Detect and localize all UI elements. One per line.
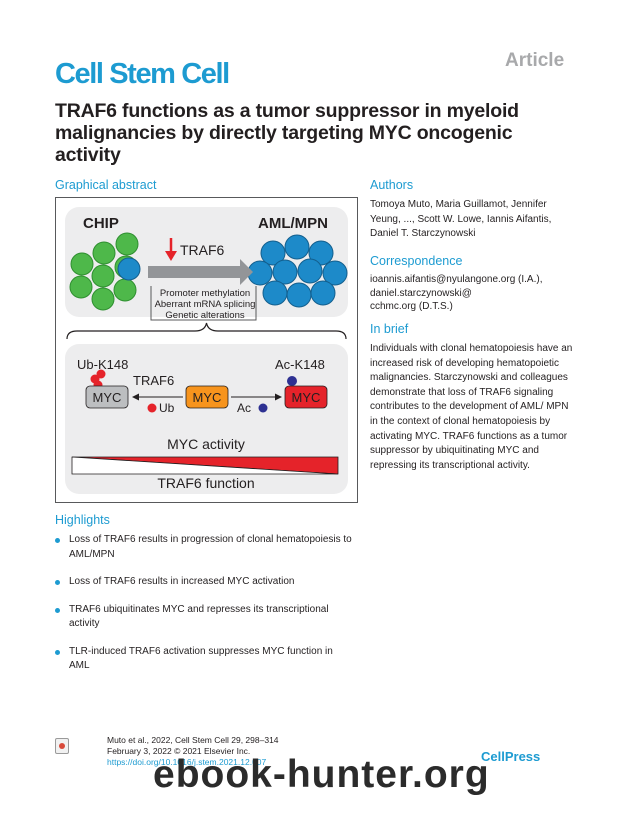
citation-line: Muto et al., 2022, Cell Stem Cell 29, 29… xyxy=(107,735,279,745)
blue-cell xyxy=(272,259,298,285)
blue-cell xyxy=(310,280,336,306)
chip-label: CHIP xyxy=(83,215,119,232)
myc-ac-label: MYC xyxy=(292,390,321,405)
in-brief-heading: In brief xyxy=(370,322,409,336)
myc-center-box xyxy=(185,385,229,409)
myc-acetylated-box xyxy=(284,385,328,409)
aml-mpn-label: AML/MPN xyxy=(258,215,328,232)
ub-tag-icon xyxy=(96,369,106,379)
mechanism-bracket xyxy=(150,286,257,321)
blue-cell xyxy=(260,240,286,266)
highlight-item: TLR-induced TRAF6 activation suppresses … xyxy=(55,645,355,674)
curly-brace xyxy=(66,322,347,340)
authors-heading: Authors xyxy=(370,178,414,192)
green-cell xyxy=(113,278,137,302)
ub-label: Ub xyxy=(159,401,175,415)
correspondence-email-1[interactable]: ioannis.aifantis@nyulangone.org (I.A.), xyxy=(370,274,543,285)
traf6-function-wedge xyxy=(71,456,339,475)
ub-k148-label: Ub-K148 xyxy=(77,357,128,372)
date-copyright-line: February 3, 2022 © 2021 Elsevier Inc. xyxy=(107,746,251,756)
green-cell xyxy=(115,232,139,256)
article-type-label: Article xyxy=(505,50,565,71)
graphical-abstract-heading: Graphical abstract xyxy=(55,178,157,192)
blue-cell xyxy=(117,257,141,281)
check-for-updates-icon[interactable] xyxy=(55,738,69,754)
bottom-panel-bg xyxy=(65,344,348,494)
chip-cells xyxy=(69,232,141,311)
highlights-list: Loss of TRAF6 results in progression of … xyxy=(55,533,355,687)
cellpress-logo: CellPress xyxy=(481,749,541,764)
myc-ub-label: MYC xyxy=(93,390,122,405)
progression-arrow xyxy=(148,259,253,285)
doi-link[interactable]: https://doi.org/10.1016/j.stem.2021.12.0… xyxy=(107,757,267,767)
ac-dot-icon xyxy=(258,403,268,413)
correspondence-email-3[interactable]: cchmc.org (D.T.S.) xyxy=(370,301,453,312)
green-cell xyxy=(92,241,116,265)
blue-cell xyxy=(308,240,334,266)
mechanism-3: Genetic alterations xyxy=(165,310,244,321)
journal-logo: Cell Stem Cell xyxy=(55,58,230,90)
ac-k148-label: Ac-K148 xyxy=(275,357,325,372)
highlight-item: Loss of TRAF6 results in progression of … xyxy=(55,533,355,562)
ac-tag-icon xyxy=(287,376,297,386)
green-cell xyxy=(91,287,115,311)
highlights-heading: Highlights xyxy=(55,513,110,527)
traf6-loss-label: TRAF6 xyxy=(180,242,225,258)
watermark-text: ebook-hunter.org xyxy=(153,753,490,796)
blue-cell xyxy=(262,280,288,306)
blue-cell xyxy=(284,234,310,260)
traf6-function-label: TRAF6 function xyxy=(157,475,254,491)
highlight-item: TRAF6 ubiquitinates MYC and represses it… xyxy=(55,603,355,632)
ac-label: Ac xyxy=(237,401,251,415)
ub-dot-icon xyxy=(147,403,157,413)
myc-center-label: MYC xyxy=(193,390,222,405)
traf6-enzyme-label: TRAF6 xyxy=(133,373,174,388)
correspondence-email-2[interactable]: daniel.starczynowski@ xyxy=(370,287,472,299)
authors-list: Tomoya Muto, Maria Guillamot, Jennifer Y… xyxy=(370,199,552,240)
correspondence-block: ioannis.aifantis@nyulangone.org (I.A.), … xyxy=(370,273,580,314)
blue-cell xyxy=(297,258,323,284)
citation-footer: Muto et al., 2022, Cell Stem Cell 29, 29… xyxy=(107,735,279,768)
down-arrow-head-icon xyxy=(165,251,177,261)
correspondence-heading: Correspondence xyxy=(370,254,463,268)
myc-ubiquitinated-box xyxy=(85,385,129,409)
graphical-abstract-figure: CHIP AML/MPN TRAF6 Promoter methylation … xyxy=(65,207,348,494)
blue-cell xyxy=(322,260,348,286)
green-cell xyxy=(91,264,115,288)
mechanism-1: Promoter methylation xyxy=(160,288,250,299)
green-cell xyxy=(70,252,94,276)
aml-cells xyxy=(247,234,348,308)
mechanism-2: Aberrant mRNA splicing xyxy=(155,299,256,310)
blue-cell xyxy=(286,282,312,308)
graphical-abstract-frame xyxy=(55,197,358,503)
paper-title: TRAF6 functions as a tumor suppressor in… xyxy=(55,100,519,166)
myc-activity-label: MYC activity xyxy=(167,436,245,452)
green-cell xyxy=(69,275,93,299)
highlight-item: Loss of TRAF6 results in increased MYC a… xyxy=(55,575,355,590)
in-brief-text: Individuals with clonal hematopoiesis ha… xyxy=(370,343,573,471)
